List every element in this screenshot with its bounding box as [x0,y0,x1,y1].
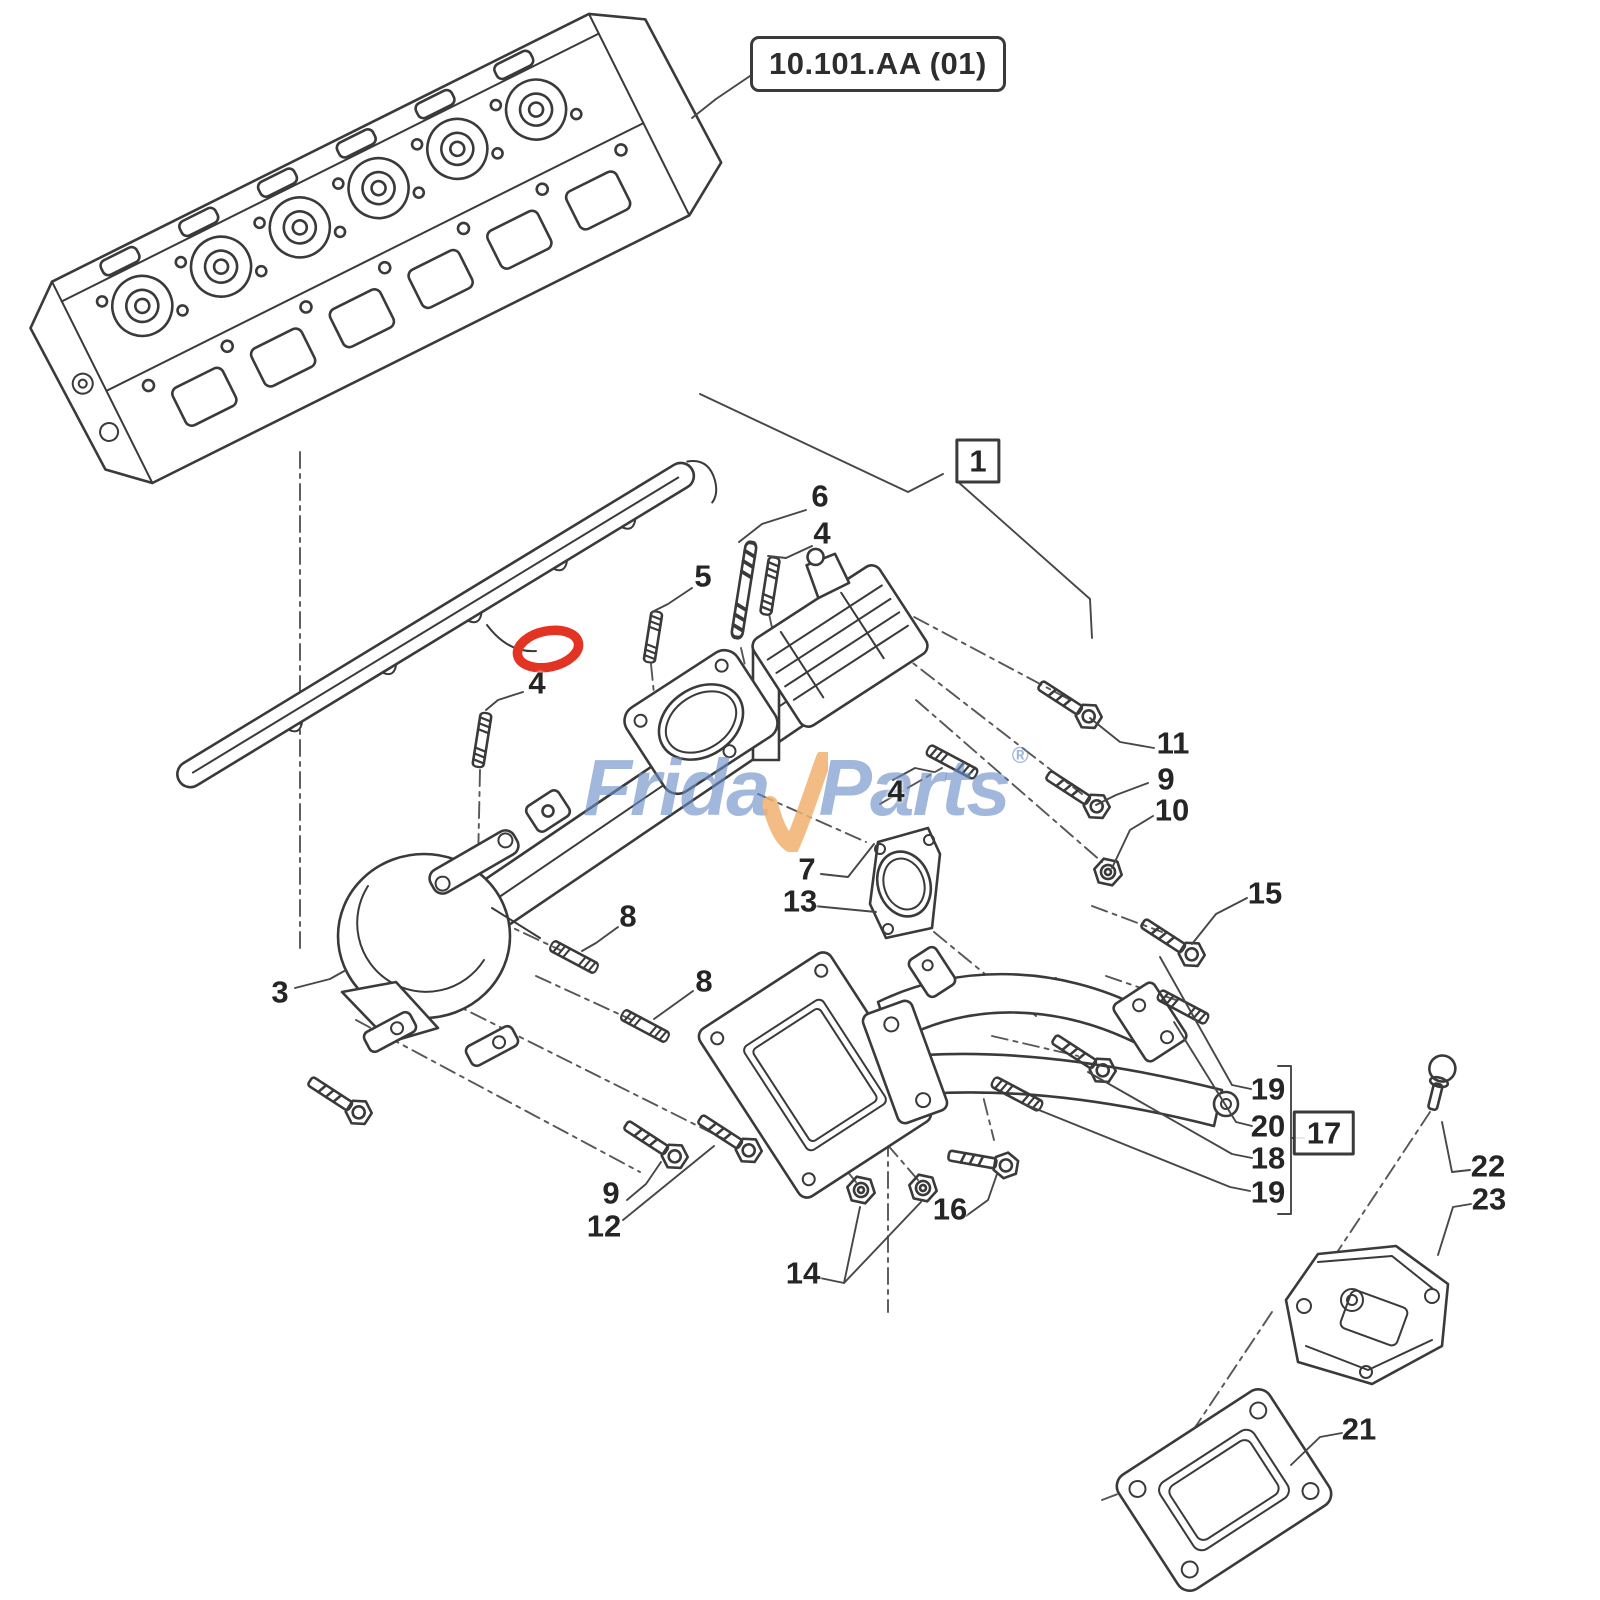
callout-14: 14 [785,1255,821,1291]
callout-5: 5 [694,558,712,594]
group-17-bracket [1277,1065,1305,1215]
upper-manifold-assembly [376,547,929,994]
callout-22: 22 [1470,1148,1506,1184]
callout-17: 17 [1292,1110,1356,1156]
callout-11: 11 [1156,725,1190,761]
stud-6 [729,539,759,641]
leader-lines [294,75,1472,1466]
stud-4-middle [924,743,980,781]
exhaust-outlet-part3 [336,829,541,1068]
callout-13: 13 [782,883,818,919]
bolt-9-right [1039,762,1115,825]
bolt-15 [1134,910,1210,973]
stud-8-lower [618,1007,672,1045]
stud-4-right [758,555,782,617]
nut-10 [1090,855,1126,889]
callout-9: 9 [1157,761,1175,797]
callout-8: 8 [695,963,713,999]
callout-9: 9 [602,1175,620,1211]
callout-1: 1 [955,438,1001,484]
stud-4-left [471,710,493,770]
bolt-22 [1418,1051,1460,1114]
callout-16: 16 [932,1191,968,1227]
gasket-tab-mark [486,624,537,653]
bolt-9-lower [617,1112,693,1175]
callout-10: 10 [1154,792,1190,828]
callout-6: 6 [811,478,829,514]
callout-21: 21 [1341,1411,1377,1447]
throttle-flange [623,648,779,796]
bolt-16 [945,1141,1021,1182]
callout-20: 20 [1250,1108,1286,1144]
callout-8: 8 [619,898,637,934]
callout-4: 4 [887,773,905,809]
nut-14-left [843,1173,879,1207]
gasket-part13 [868,826,942,940]
gasket-part21 [1115,1388,1333,1592]
callout-23: 23 [1471,1181,1507,1217]
callout-12: 12 [586,1208,622,1244]
support-bracket-part23 [1284,1244,1450,1386]
callout-19: 19 [1250,1071,1286,1107]
callout-18: 18 [1250,1140,1286,1176]
manifold-gasket-strip [176,460,718,789]
lower-manifold-assembly [697,945,1240,1199]
callout-7: 7 [798,851,816,887]
callout-15: 15 [1247,875,1283,911]
bolt-left-lower [301,1068,377,1131]
callout-3: 3 [271,974,289,1010]
callout-4: 4 [528,665,546,701]
stud-5 [642,609,664,665]
egr-cooler-block [751,547,929,728]
bolt-11 [1031,672,1107,735]
callout-4: 4 [813,515,831,551]
callout-19: 19 [1250,1174,1286,1210]
reference-label-box: 10.101.AA (01) [750,36,1006,92]
cylinder-head-drawing [29,12,723,485]
highlight-ring [512,625,584,673]
